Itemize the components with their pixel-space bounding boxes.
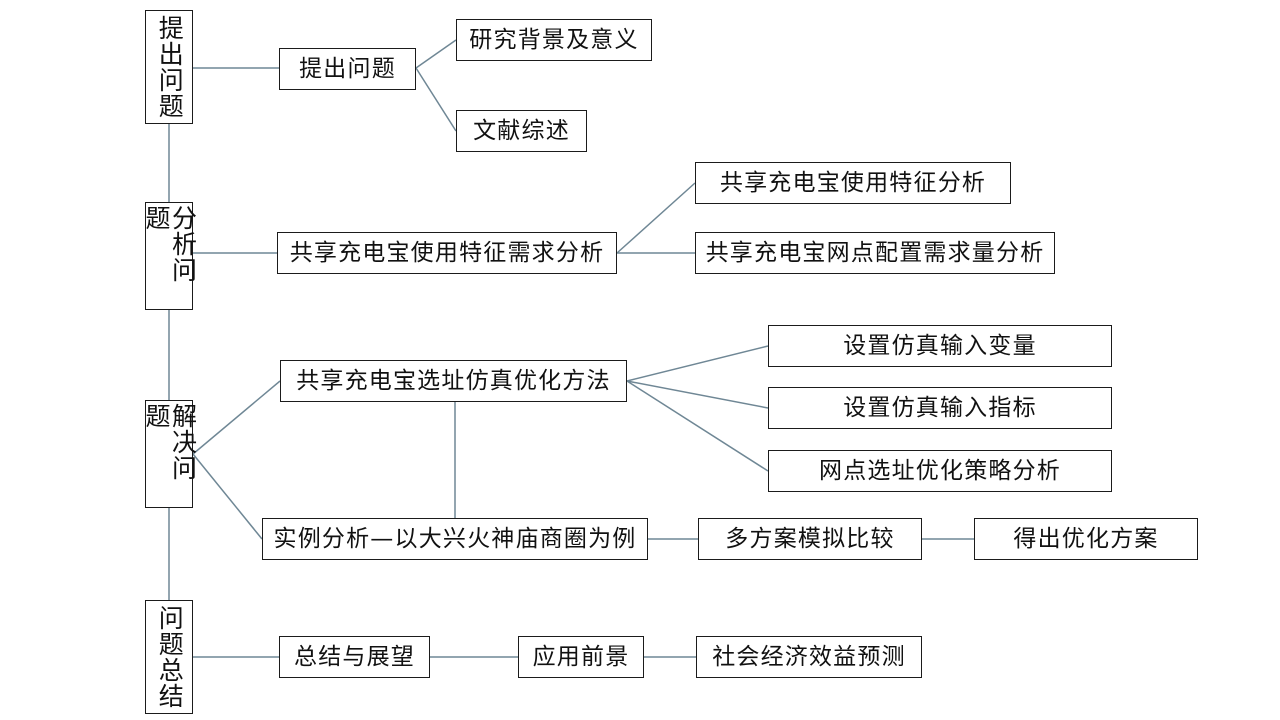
connector-demand-to-usage (616, 182, 696, 254)
n-demand-analysis[interactable]: 共享充电宝使用特征需求分析 (277, 232, 617, 274)
n-literature[interactable]: 文献综述 (456, 110, 587, 152)
connector-solve-to-method (192, 380, 281, 455)
n-input-indicators[interactable]: 设置仿真输入指标 (768, 387, 1112, 429)
stage-summary[interactable]: 问题总结 (145, 600, 193, 714)
connector-solve-to-case (192, 453, 263, 540)
n-app-prospect[interactable]: 应用前景 (518, 636, 644, 678)
n-usage-features[interactable]: 共享充电宝使用特征分析 (695, 162, 1011, 204)
n-case-study[interactable]: 实例分析—以大兴火神庙商圈为例 (262, 518, 648, 560)
n-econ-benefit[interactable]: 社会经济效益预测 (696, 636, 922, 678)
connector-method-to-variables (626, 345, 769, 382)
connector-method-to-indicators (626, 380, 769, 409)
n-site-demand[interactable]: 共享充电宝网点配置需求量分析 (695, 232, 1055, 274)
stage-analyze[interactable]: 分析问题 (142, 202, 198, 310)
n-scheme-compare[interactable]: 多方案模拟比较 (698, 518, 922, 560)
n-input-variables[interactable]: 设置仿真输入变量 (768, 325, 1112, 367)
n-raise-question[interactable]: 提出问题 (279, 48, 416, 90)
stage-solve[interactable]: 解决问题 (142, 400, 198, 508)
n-sim-method[interactable]: 共享充电宝选址仿真优化方法 (280, 360, 627, 402)
stage-raise[interactable]: 提出问题 (145, 10, 193, 124)
connector-method-to-strategy (626, 380, 769, 472)
n-summary-outlook[interactable]: 总结与展望 (279, 636, 430, 678)
connector-question-to-lit (415, 67, 457, 132)
n-background[interactable]: 研究背景及意义 (456, 19, 652, 61)
n-optimal-scheme[interactable]: 得出优化方案 (974, 518, 1198, 560)
n-strategy-analysis[interactable]: 网点选址优化策略分析 (768, 450, 1112, 492)
connector-question-to-bg (415, 39, 457, 69)
